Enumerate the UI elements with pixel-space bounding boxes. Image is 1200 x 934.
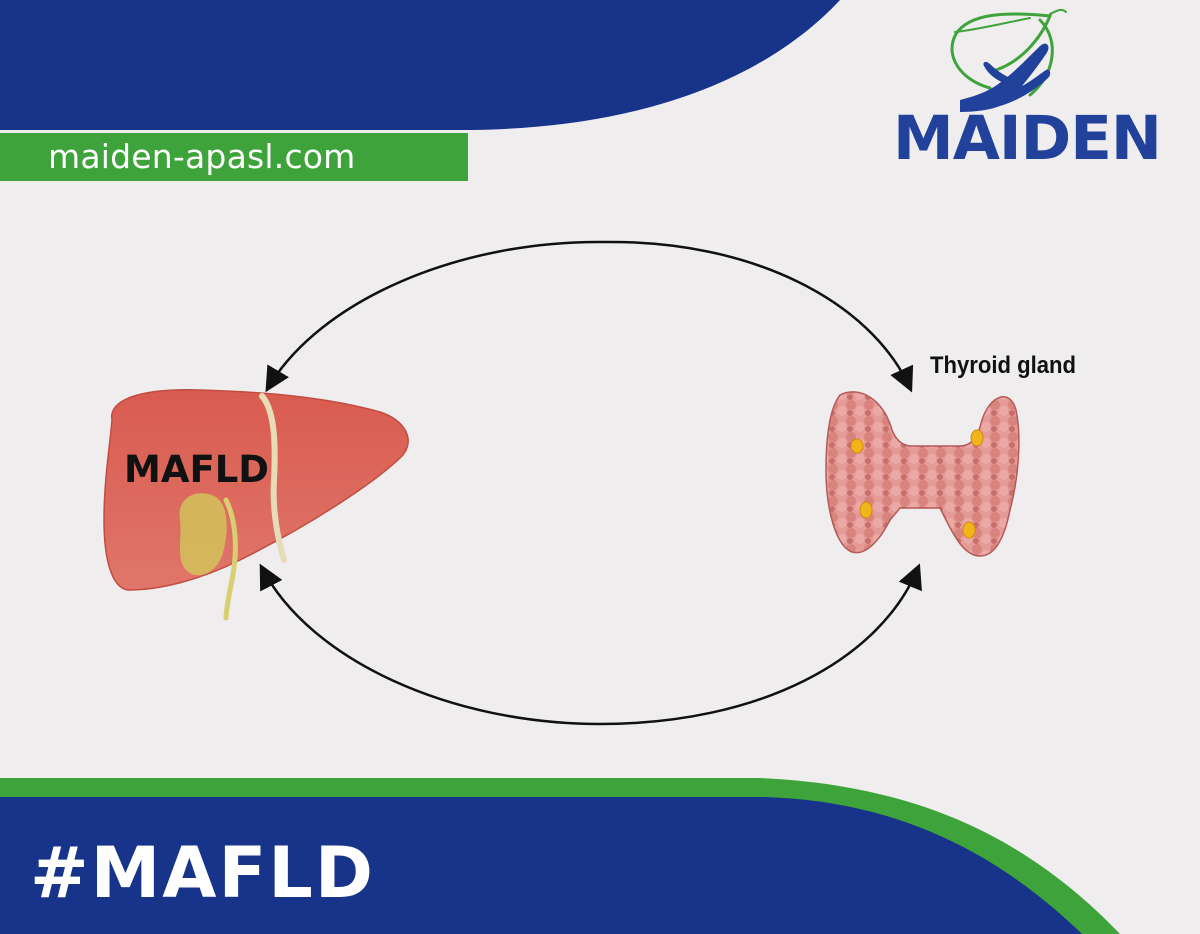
thyroid-shape	[825, 391, 1020, 557]
top-arrow-right	[604, 240, 914, 393]
gallbladder-shape	[179, 493, 227, 576]
parathyroid-nodules	[850, 429, 984, 539]
liver-shape	[103, 389, 409, 591]
bottom-arrow-left	[259, 563, 601, 726]
leaf-icon	[950, 8, 1067, 97]
hand-icon	[960, 43, 1051, 112]
thyroid-label: Thyroid gland	[930, 352, 1076, 379]
footer-green-swoosh	[0, 778, 1120, 934]
ligament	[259, 393, 287, 563]
website-banner	[0, 133, 468, 181]
bile-duct	[223, 497, 238, 621]
footer-blue-shape	[0, 797, 1082, 934]
bottom-arrow-right	[599, 563, 922, 726]
footer-hashtag: #MAFLD	[30, 832, 376, 914]
liver-label: MAFLD	[124, 448, 270, 491]
website-url[interactable]: maiden-apasl.com	[48, 137, 356, 176]
top-arrow	[265, 240, 606, 393]
logo-wordmark: MAIDEN	[893, 103, 1162, 174]
header-blue-shape	[0, 0, 840, 130]
